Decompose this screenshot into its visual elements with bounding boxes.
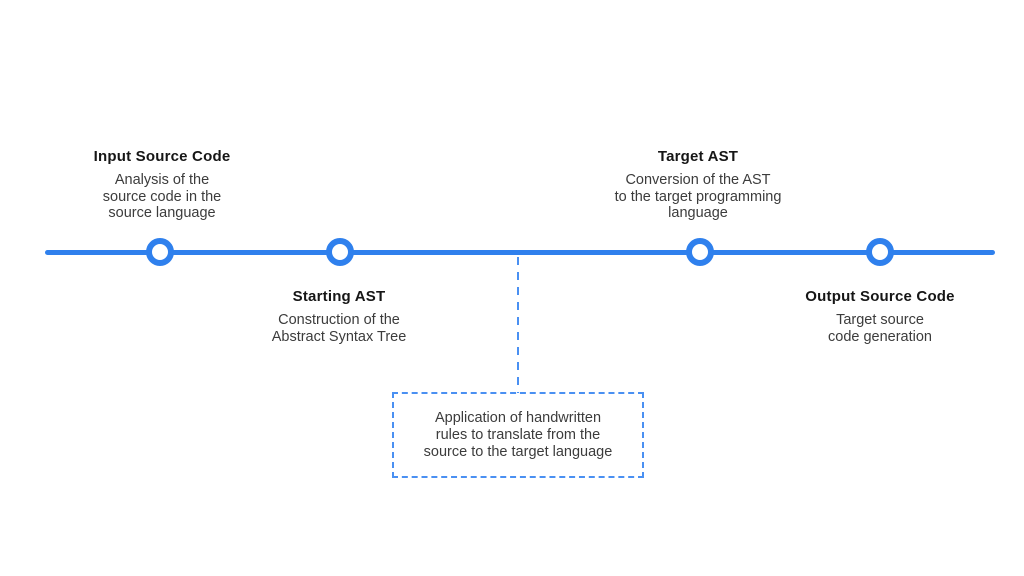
timeline-node-output-source-code [866,238,894,266]
timeline-node-starting-ast [326,238,354,266]
timeline-node-target-ast [686,238,714,266]
label-starting-ast: Starting AST Construction of the Abstrac… [214,288,464,345]
timeline-node-input-source-code [146,238,174,266]
label-title: Starting AST [292,288,386,305]
label-description: Conversion of the AST to the target prog… [614,172,782,221]
label-title: Input Source Code [93,148,231,165]
label-output-source-code: Output Source Code Target source code ge… [755,288,1005,345]
label-title: Output Source Code [805,288,955,305]
label-target-ast: Target AST Conversion of the AST to the … [573,148,823,222]
annotation-box: Application of handwritten rules to tran… [392,392,644,478]
label-description: Analysis of the source code in the sourc… [102,172,222,221]
dashed-connector-line [517,257,519,393]
label-title: Target AST [657,148,739,165]
label-input-source-code: Input Source Code Analysis of the source… [37,148,287,222]
label-description: Target source code generation [828,312,932,345]
annotation-text: Application of handwritten rules to tran… [423,409,613,460]
timeline-axis-line [45,250,995,255]
label-description: Construction of the Abstract Syntax Tree [271,312,407,345]
